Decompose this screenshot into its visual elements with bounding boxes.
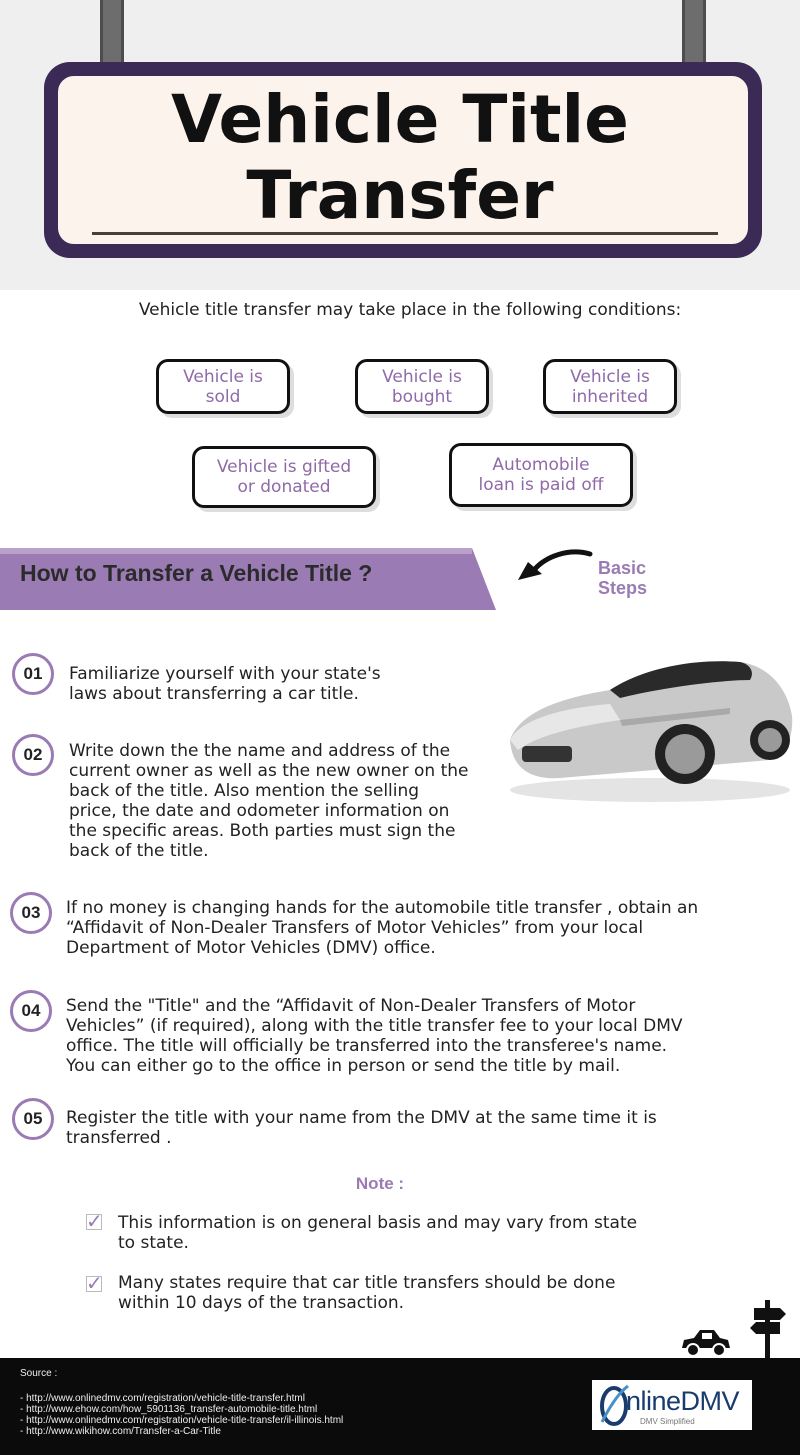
basic-steps-line1: Basic (598, 558, 647, 578)
sign-underline (92, 232, 718, 235)
step-text-05: Register the title with your name from t… (66, 1108, 786, 1148)
step-line: back of the title. Also mention the sell… (69, 781, 420, 801)
step-number-04: 04 (10, 990, 52, 1032)
condition-line1: Vehicle is gifted (216, 457, 352, 477)
note-item-2: Many states require that car title trans… (118, 1273, 678, 1313)
step-line: the specific areas. Both parties must si… (69, 821, 456, 841)
step-line: Register the title with your name from t… (66, 1108, 657, 1128)
sign-post-right (682, 0, 706, 70)
condition-line2: loan is paid off (478, 475, 604, 495)
step-number-01: 01 (12, 653, 54, 695)
sign-post-left (100, 0, 124, 70)
source-link[interactable]: - http://www.onlinedmv.com/registration/… (20, 1415, 344, 1426)
checkbox-icon: ✓ (86, 1209, 103, 1233)
intro-text: Vehicle title transfer may take place in… (138, 300, 682, 320)
step-line: laws about transferring a car title. (69, 684, 359, 704)
sign-board (54, 72, 752, 248)
small-car-icon (682, 1330, 730, 1357)
basic-steps-label: Basic Steps (598, 558, 647, 598)
note-item-1: This information is on general basis and… (118, 1213, 678, 1253)
condition-line1: Vehicle is (382, 366, 462, 387)
step-line: office. The title will officially be tra… (66, 1036, 668, 1056)
step-text-01: Familiarize yourself with your state's l… (69, 664, 489, 704)
step-line: If no money is changing hands for the au… (66, 898, 699, 918)
step-text-03: If no money is changing hands for the au… (66, 898, 786, 958)
condition-line1: Vehicle is (570, 366, 650, 387)
source-link[interactable]: - http://www.ehow.com/how_5901136_transf… (20, 1404, 318, 1415)
note-line: to state. (118, 1233, 189, 1253)
step-line: “Affidavit of Non-Dealer Transfers of Mo… (66, 918, 644, 938)
step-line: Department of Motor Vehicles (DMV) offic… (66, 938, 436, 958)
note-title: Note : (355, 1174, 405, 1193)
page-title-line2: Transfer (246, 157, 554, 234)
step-text-02: Write down the the name and address of t… (69, 741, 509, 861)
page-title: Vehicle Title Transfer (80, 82, 720, 234)
condition-line2: bought (391, 386, 453, 407)
condition-line2: inherited (571, 386, 649, 407)
signpost-icon (750, 1300, 786, 1360)
note-line: This information is on general basis and… (118, 1213, 638, 1233)
step-line: Familiarize yourself with your state's (69, 664, 381, 684)
step-line: back of the title. (69, 841, 209, 861)
checkmark-icon: ✓ (86, 1209, 103, 1233)
step-line: Send the "Title" and the “Affidavit of N… (66, 996, 636, 1016)
step-number-02: 02 (12, 734, 54, 776)
step-number-03: 03 (10, 892, 52, 934)
step-line: current owner as well as the new owner o… (69, 761, 469, 781)
step-line: You can either go to the office in perso… (66, 1056, 621, 1076)
source-link[interactable]: - http://www.wikihow.com/Transfer-a-Car-… (20, 1426, 221, 1437)
logo-tagline: DMV Simplified (640, 1417, 695, 1426)
step-line: Write down the the name and address of t… (69, 741, 451, 761)
condition-line2: or donated (237, 477, 331, 497)
note-line: Many states require that car title trans… (118, 1273, 616, 1293)
sports-car-image (510, 661, 793, 802)
condition-line1: Automobile (492, 455, 590, 475)
note-line: within 10 days of the transaction. (118, 1293, 405, 1313)
section-banner-highlight (0, 548, 472, 554)
step-line: Vehicles” (if required), along with the … (66, 1016, 683, 1036)
page-title-line1: Vehicle Title (171, 81, 629, 158)
section-banner (0, 548, 496, 610)
checkbox-icon: ✓ (86, 1271, 103, 1295)
basic-steps-line2: Steps (598, 578, 648, 598)
step-number-05: 05 (12, 1098, 54, 1140)
step-text-04: Send the "Title" and the “Affidavit of N… (66, 996, 786, 1076)
condition-line2: sold (205, 386, 241, 407)
source-label: Source : (20, 1368, 58, 1379)
step-line: price, the date and odometer information… (69, 801, 450, 821)
logo-o-icon (600, 1384, 629, 1426)
checkmark-icon: ✓ (86, 1271, 103, 1295)
step-line: transferred . (66, 1128, 172, 1148)
curved-arrow-icon (518, 549, 593, 580)
condition-line1: Vehicle is (183, 366, 263, 387)
section-title: How to Transfer a Vehicle Title ? (20, 560, 373, 586)
source-link[interactable]: - http://www.onlinedmv.com/registration/… (20, 1393, 305, 1404)
logo-text: nlineDMV (626, 1386, 740, 1416)
